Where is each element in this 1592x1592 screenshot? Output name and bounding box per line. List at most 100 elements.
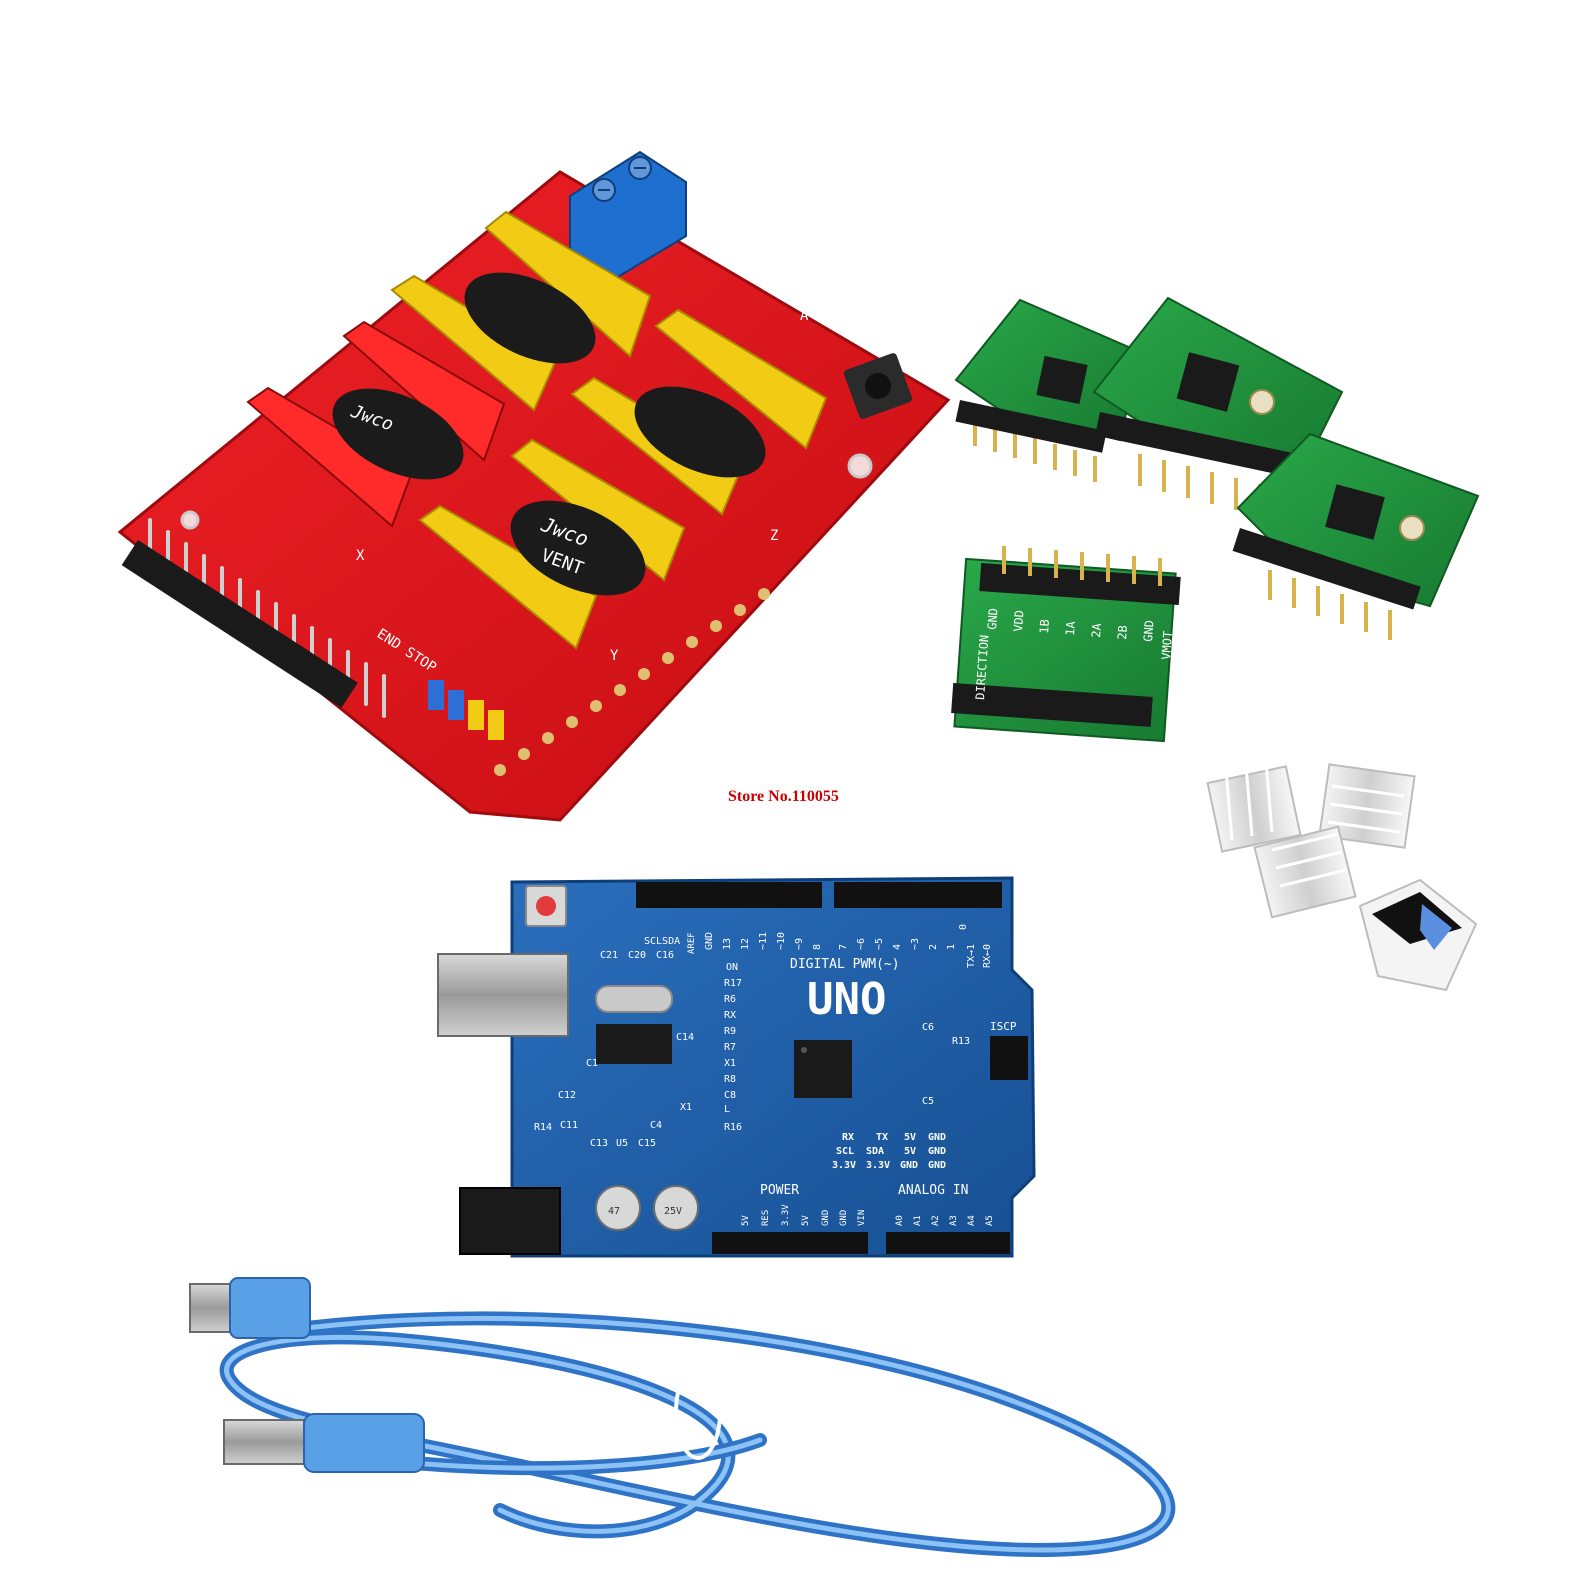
- header-label: 3.3V: [832, 1160, 856, 1171]
- icsp-label: ISCP: [990, 1020, 1017, 1033]
- component-labels: C21 C20 C16 R17 R6 RX R9 R7 X1 R8 C8 L R…: [534, 950, 970, 1149]
- mounting-hole: [180, 510, 200, 530]
- pin-label: 12: [740, 938, 751, 950]
- driver-pin-label: 1B: [1037, 619, 1052, 634]
- digital-header-right: [834, 882, 1002, 908]
- stepper-driver-underside: GND VDD 1B 1A 2A 2B GND VMOT DIRECTION: [951, 546, 1181, 743]
- digital-pwm-label: DIGITAL PWM(~): [790, 957, 900, 972]
- pin-label: A2: [931, 1215, 941, 1226]
- usb-serial-chip: [596, 1024, 672, 1064]
- component-label: C1: [586, 1058, 598, 1069]
- icsp-header: [990, 1036, 1028, 1080]
- pin-label: 8: [812, 944, 823, 950]
- axis-label-a: A: [800, 308, 809, 324]
- uno-pcb: [510, 876, 1036, 1258]
- driver-pin-label: VDD: [1011, 610, 1026, 633]
- header-label: 5V: [904, 1132, 916, 1143]
- header-strip: [121, 540, 358, 708]
- pin-label: 3.3V: [781, 1204, 791, 1226]
- power-label: POWER: [760, 1183, 799, 1198]
- pin-label: ~6: [856, 938, 867, 950]
- digital-header-left: [636, 882, 822, 908]
- pin-label: 7: [838, 944, 849, 950]
- header-label: 5V: [904, 1146, 916, 1157]
- power-header: [712, 1232, 868, 1254]
- pin-label: ~10: [776, 932, 787, 950]
- analog-header: [886, 1232, 1010, 1254]
- component-label: C12: [558, 1090, 576, 1101]
- pin-label: 5V: [741, 1215, 751, 1226]
- electrolytic-capacitor: [595, 1185, 641, 1231]
- stepper-driver-module: [1232, 432, 1480, 640]
- arduino-uno-board: 47 25V UNO DIGITAL PWM(~) POWER ANALOG I…: [437, 876, 1036, 1258]
- uno-logo: UNO: [807, 974, 886, 1025]
- component-label: C14: [676, 1032, 694, 1043]
- pin-label: A1: [913, 1215, 923, 1226]
- reset-button-cap: [536, 896, 556, 916]
- component-label: R14: [534, 1122, 552, 1133]
- component-label: C4: [650, 1120, 662, 1131]
- pin-label: A3: [949, 1215, 959, 1226]
- component-label: C11: [560, 1120, 578, 1131]
- pin-label: 5V: [801, 1215, 811, 1226]
- pin-label: ~5: [874, 938, 885, 950]
- axis-label-z: Z: [770, 528, 778, 544]
- header-row-labels: RX TX 5V GND SCL SDA 5V GND 3.3V 3.3V GN…: [832, 1132, 946, 1171]
- axis-label-x: X: [356, 548, 365, 564]
- component-label: R13: [952, 1036, 970, 1047]
- on-led-label: ON: [726, 962, 738, 973]
- dc-barrel-jack: [459, 1187, 561, 1255]
- pin-label: ~9: [794, 938, 805, 950]
- pin-label: RES: [761, 1210, 771, 1226]
- cnc-shield: VENT Jwco Jwco END STOP: [117, 150, 951, 822]
- cable-tie: [674, 1364, 722, 1460]
- header-label: GND: [928, 1160, 946, 1171]
- pin-label: GND: [704, 932, 715, 950]
- component-label: R7: [724, 1042, 736, 1053]
- stepper-drivers: GND VDD 1B 1A 2A 2B GND VMOT DIRECTION: [951, 296, 1480, 743]
- component-label: C15: [638, 1138, 656, 1149]
- pin-label: ~3: [910, 938, 921, 950]
- component-label: C8: [724, 1090, 736, 1101]
- usb-type-a-plug: [223, 1413, 425, 1473]
- component-label: L: [724, 1104, 730, 1115]
- driver-pin-label: DIRECTION: [973, 634, 992, 700]
- rx-label: RX←0: [982, 944, 993, 968]
- heatsink-with-tape: [1358, 878, 1478, 992]
- component-label: R8: [724, 1074, 736, 1085]
- pin-label: 4: [892, 944, 903, 950]
- driver-pin-label: VMOT: [1159, 630, 1175, 660]
- component-label: R6: [724, 994, 736, 1005]
- usb-b-port: [437, 953, 569, 1037]
- component-label: C21: [600, 950, 618, 961]
- pin-label: GND: [839, 1210, 849, 1226]
- store-watermark: Store No.110055: [728, 788, 839, 805]
- component-label: C16: [656, 950, 674, 961]
- pin-label: 13: [722, 938, 733, 950]
- driver-pin-label: 2B: [1115, 625, 1130, 640]
- analog-in-label: ANALOG IN: [898, 1183, 968, 1198]
- heatsink: [1253, 825, 1357, 919]
- axis-labels: X Y Z A: [356, 308, 809, 664]
- header-label: SCL: [836, 1146, 854, 1157]
- header-label: GND: [928, 1132, 946, 1143]
- component-label: U5: [616, 1138, 628, 1149]
- component-label: RX: [724, 1010, 736, 1021]
- aref-label: AREF: [687, 932, 697, 954]
- screw-terminal: [569, 150, 687, 280]
- pin-label: A5: [985, 1215, 995, 1226]
- stepper-driver-module: [954, 298, 1142, 482]
- pin-label: A0: [895, 1215, 905, 1226]
- component-label: C13: [590, 1138, 608, 1149]
- jumper-pins: [428, 680, 504, 740]
- header-label: TX: [876, 1132, 888, 1143]
- mounting-hole: [847, 453, 873, 479]
- bottom-pin-row: [494, 588, 770, 776]
- axis-label-y: Y: [610, 648, 619, 664]
- digital-pin-labels: GND 13 12 ~11 ~10 ~9 8 7 ~6 ~5 4 ~3 2 1 …: [704, 924, 969, 950]
- power-pin-labels: 5V RES 3.3V 5V GND GND VIN: [741, 1204, 867, 1226]
- heatsinks: [1206, 761, 1478, 992]
- header-label: GND: [900, 1160, 918, 1171]
- electrolytic-capacitor: [653, 1185, 699, 1231]
